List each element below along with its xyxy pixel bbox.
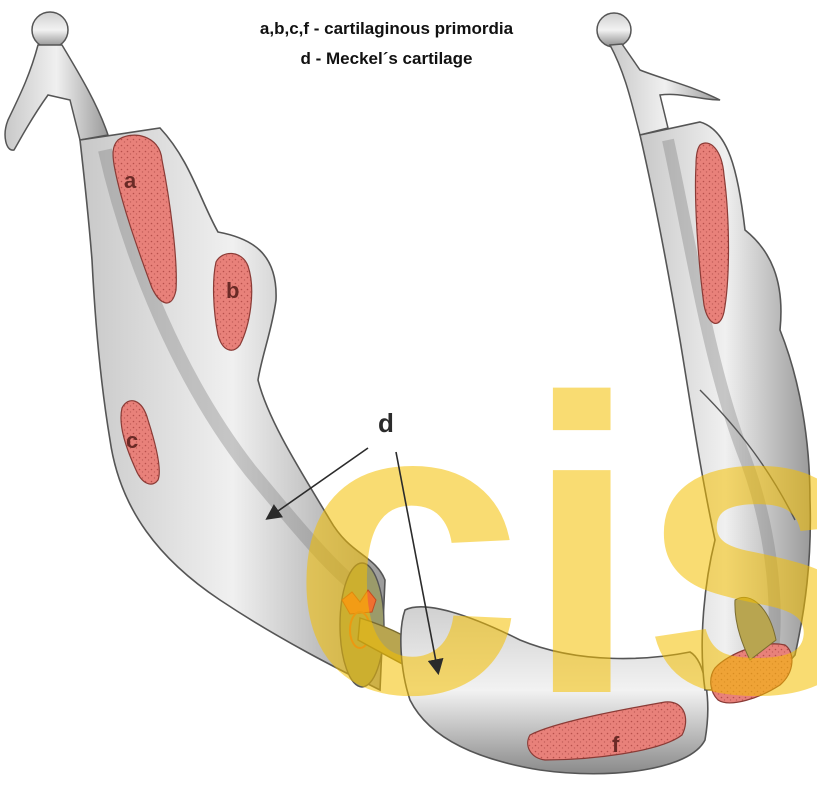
label-c: c [126, 428, 138, 453]
legend-line-1: a,b,c,f - cartilaginous primordia [0, 14, 817, 44]
watermark-text: cis [290, 313, 817, 782]
legend-line-2: d - Meckel´s cartilage [0, 44, 817, 74]
legend: a,b,c,f - cartilaginous primordia d - Me… [0, 14, 817, 74]
label-b: b [226, 278, 239, 303]
watermark: cis [290, 313, 817, 782]
label-a: a [124, 168, 137, 193]
label-d: d [378, 408, 394, 438]
